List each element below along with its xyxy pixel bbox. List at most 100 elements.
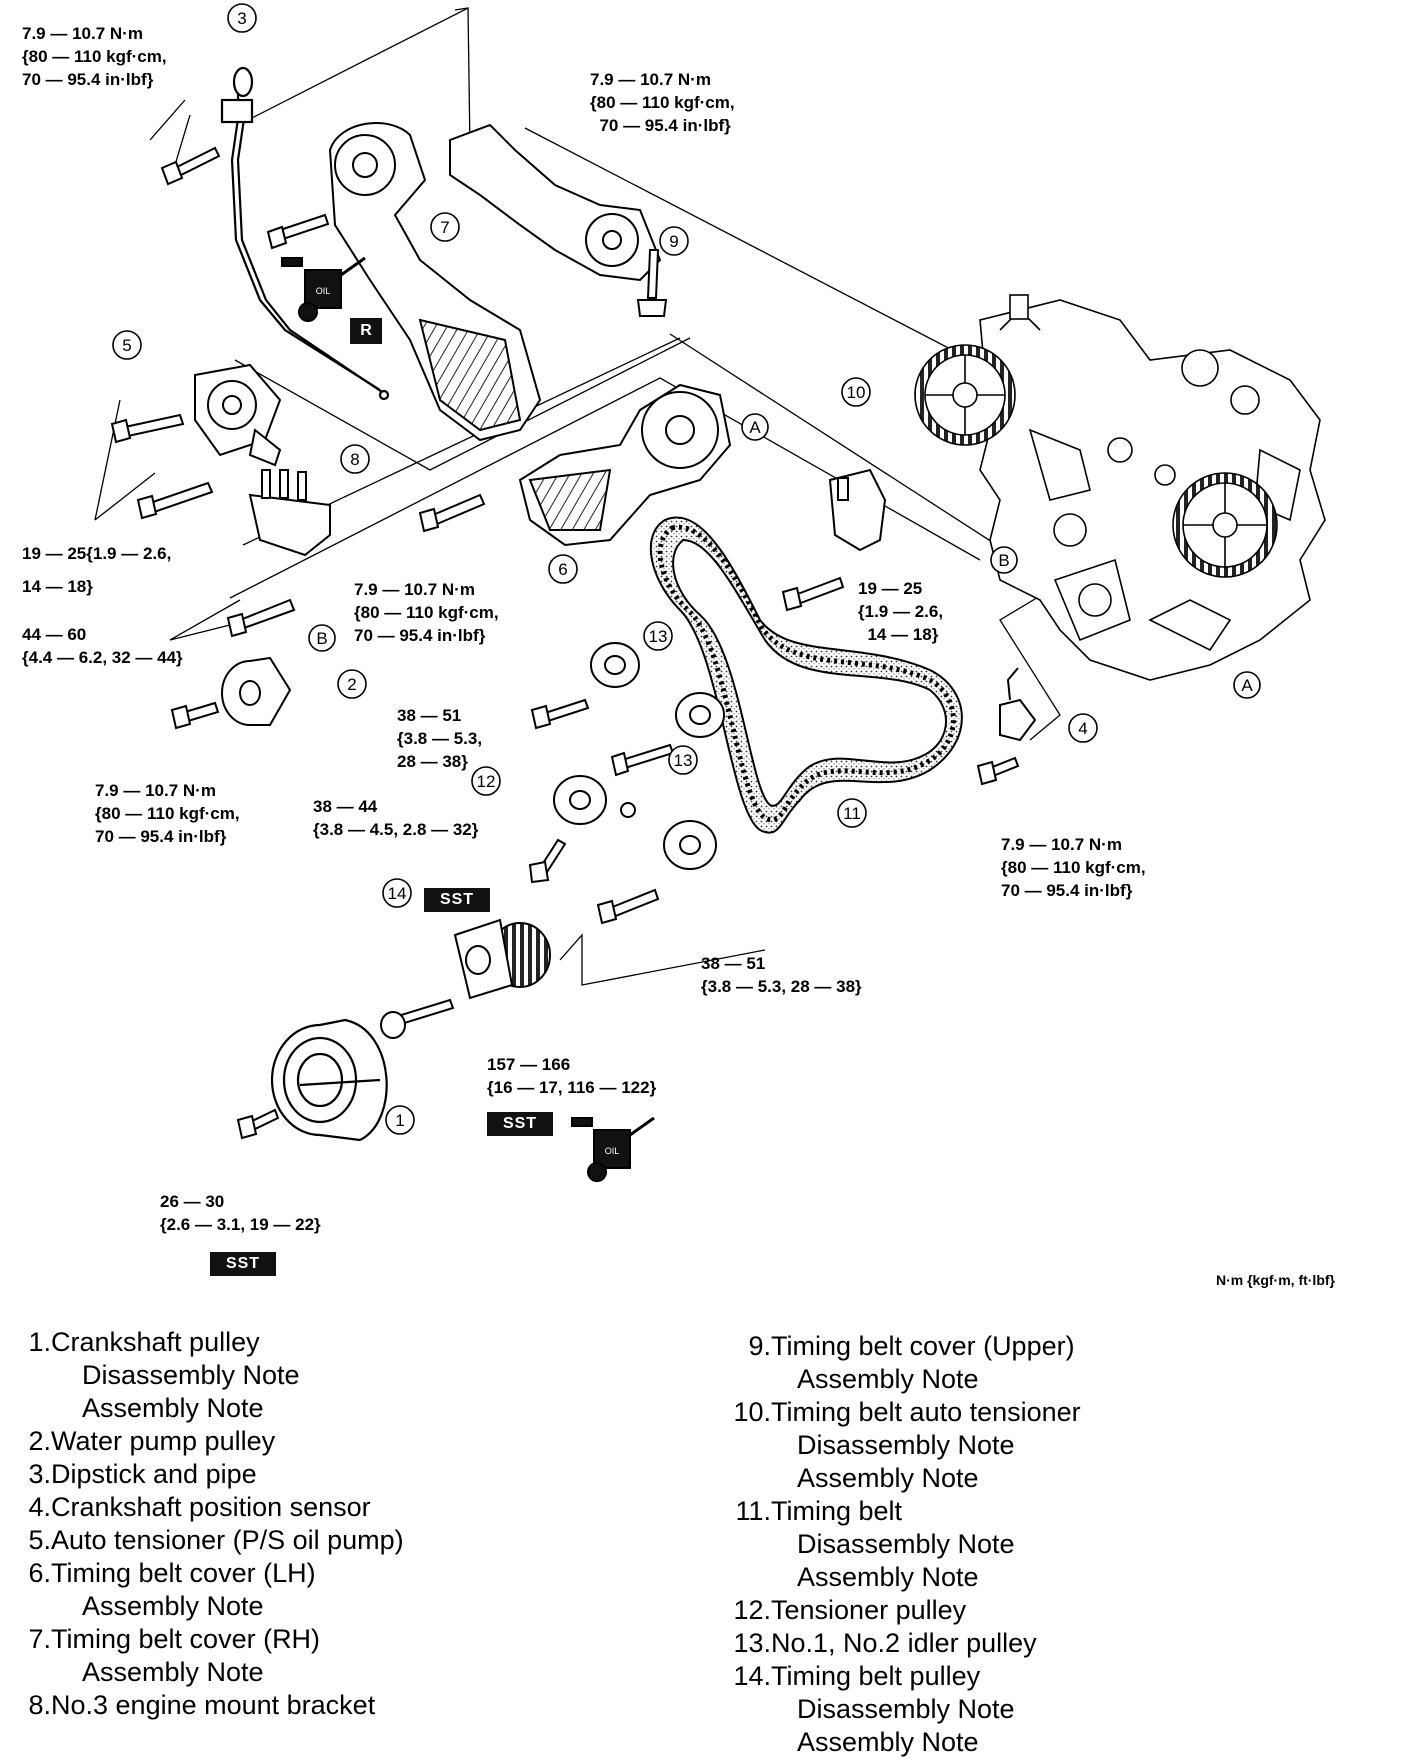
crankshaft-position-sensor bbox=[999, 667, 1037, 742]
legend-item: Assembly Note bbox=[726, 1363, 1081, 1396]
tensioner-pulley bbox=[553, 775, 636, 825]
callout-number: 4 bbox=[1078, 719, 1087, 738]
callout-circle: 1 bbox=[385, 1105, 415, 1135]
legend-item: Assembly Note bbox=[12, 1590, 404, 1623]
torque-spec: 38 — 51 {3.8 — 5.3, 28 — 38} bbox=[701, 954, 862, 996]
legend-number: 3. bbox=[28, 1459, 51, 1489]
legend-item: 4.Crankshaft position sensor bbox=[12, 1491, 404, 1524]
legend-number: 13. bbox=[733, 1628, 771, 1658]
legend-item: 13.No.1, No.2 idler pulley bbox=[726, 1627, 1081, 1660]
reference-letter: A bbox=[749, 418, 761, 437]
callout-circle: 14 bbox=[382, 878, 412, 908]
legend-text: Assembly Note bbox=[797, 1463, 979, 1493]
callout-circle: 7 bbox=[430, 212, 460, 242]
legend-item: 9.Timing belt cover (Upper) bbox=[726, 1330, 1081, 1363]
callout-number: 1 bbox=[395, 1111, 404, 1130]
engine-block-illustration bbox=[914, 294, 1326, 681]
callout-circle: 12 bbox=[471, 766, 501, 796]
reference-letter: A bbox=[1241, 676, 1253, 695]
idler-pulleys bbox=[590, 642, 725, 870]
legend-item: 11.Timing belt bbox=[726, 1495, 1081, 1528]
reference-letter: B bbox=[998, 551, 1009, 570]
replace-tag: R bbox=[350, 318, 382, 344]
legend-item: Assembly Note bbox=[12, 1392, 404, 1425]
legend-item: 7.Timing belt cover (RH) bbox=[12, 1623, 404, 1656]
legend-number: 10. bbox=[733, 1397, 771, 1427]
callout-circle: 10 bbox=[841, 377, 871, 407]
legend-item: Disassembly Note bbox=[726, 1693, 1081, 1726]
sst-tag: SST bbox=[424, 888, 490, 912]
reference-letter: B bbox=[316, 629, 327, 648]
sst-tag: SST bbox=[487, 1112, 553, 1136]
legend-number: 2. bbox=[28, 1426, 51, 1456]
legend-item: Assembly Note bbox=[726, 1462, 1081, 1495]
auto-tensioner bbox=[194, 363, 282, 467]
legend-item: 3.Dipstick and pipe bbox=[12, 1458, 404, 1491]
callout-circle: 5 bbox=[112, 330, 142, 360]
torque-spec: 44 — 60 {4.4 — 6.2, 32 — 44} bbox=[22, 625, 183, 667]
callout-circle: 6 bbox=[548, 554, 578, 584]
legend-text: Water pump pulley bbox=[51, 1426, 276, 1456]
legend-item: Assembly Note bbox=[12, 1656, 404, 1689]
legend-item: Disassembly Note bbox=[726, 1429, 1081, 1462]
legend-text: Timing belt cover (RH) bbox=[51, 1624, 321, 1654]
callout-number: 12 bbox=[477, 772, 496, 791]
callout-circle: 13 bbox=[643, 621, 673, 651]
legend-text: Crankshaft position sensor bbox=[51, 1492, 371, 1522]
water-pump-pulley bbox=[221, 656, 292, 726]
callout-circle: 13 bbox=[668, 745, 698, 775]
timing-belt bbox=[649, 516, 963, 834]
torque-spec: 7.9 — 10.7 N·m {80 — 110 kgf·cm, 70 — 95… bbox=[95, 781, 240, 846]
timing-belt-cover-upper bbox=[449, 123, 662, 282]
legend-item: 5.Auto tensioner (P/S oil pump) bbox=[12, 1524, 403, 1557]
crankshaft-pulley bbox=[270, 1018, 388, 1142]
legend-text: Disassembly Note bbox=[797, 1694, 1015, 1724]
legend-text: Disassembly Note bbox=[797, 1529, 1015, 1559]
callout-circle: 4 bbox=[1068, 713, 1098, 743]
legend-item: 10.Timing belt auto tensioner bbox=[726, 1396, 1081, 1429]
legend-text: Timing belt cover (Upper) bbox=[771, 1331, 1075, 1361]
reference-mark: A bbox=[1233, 671, 1261, 699]
legend-text: Timing belt pulley bbox=[771, 1661, 981, 1691]
legend-number: 4. bbox=[28, 1492, 51, 1522]
legend-item: 2.Water pump pulley bbox=[12, 1425, 404, 1458]
engine-mount-bracket bbox=[248, 469, 331, 557]
reference-mark: B bbox=[308, 624, 336, 652]
reference-mark: A bbox=[741, 413, 769, 441]
legend-text: Assembly Note bbox=[82, 1591, 264, 1621]
legend-text: Tensioner pulley bbox=[771, 1595, 967, 1625]
legend-number: 1. bbox=[28, 1327, 51, 1357]
legend-number: 7. bbox=[28, 1624, 51, 1654]
callout-circle: 3 bbox=[227, 3, 257, 33]
legend-text: Timing belt cover (LH) bbox=[51, 1558, 316, 1588]
legend-text: Assembly Note bbox=[797, 1562, 979, 1592]
oil-can-icon: OIL bbox=[571, 1116, 655, 1182]
timing-belt-cover-rh bbox=[328, 122, 542, 442]
legend-text: Timing belt auto tensioner bbox=[771, 1397, 1081, 1427]
legend-item: 1.Crankshaft pulley bbox=[12, 1326, 404, 1359]
oil-can-label: OIL bbox=[316, 286, 331, 296]
callout-number: 7 bbox=[440, 218, 449, 237]
callout-circle: 9 bbox=[659, 226, 689, 256]
callout-number: 11 bbox=[843, 804, 861, 823]
callout-circle: 2 bbox=[337, 669, 367, 699]
torque-spec: 7.9 — 10.7 N·m {80 — 110 kgf·cm, 70 — 95… bbox=[1001, 835, 1146, 900]
callout-number: 6 bbox=[558, 560, 567, 579]
callout-circle: 11 bbox=[837, 798, 867, 828]
callout-number: 5 bbox=[122, 336, 131, 355]
torque-spec: 38 — 44 {3.8 — 4.5, 2.8 — 32} bbox=[313, 797, 479, 839]
legend-item: Disassembly Note bbox=[12, 1359, 404, 1392]
torque-spec: 7.9 — 10.7 N·m {80 — 110 kgf·cm, 70 — 95… bbox=[590, 70, 735, 135]
legend-item: 12.Tensioner pulley bbox=[726, 1594, 1081, 1627]
legend-text: Disassembly Note bbox=[82, 1360, 300, 1390]
unit-note: N·m {kgf·m, ft·lbf} bbox=[1216, 1272, 1335, 1288]
legend-text: Crankshaft pulley bbox=[51, 1327, 260, 1357]
callout-number: 2 bbox=[347, 675, 356, 694]
legend-text: Timing belt bbox=[771, 1496, 903, 1526]
bolts bbox=[110, 146, 1020, 1140]
legend-number: 14. bbox=[733, 1661, 771, 1691]
reference-marks: A A B B bbox=[308, 413, 1261, 699]
legend-text: No.3 engine mount bracket bbox=[51, 1690, 376, 1720]
